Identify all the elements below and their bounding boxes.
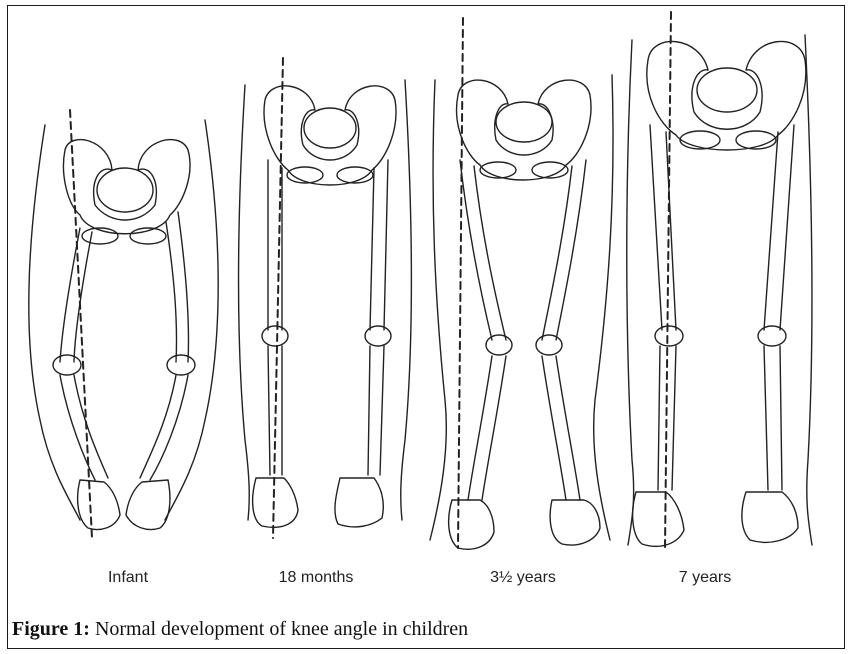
infant-skeleton-figure (29, 110, 218, 538)
panel-label-18-months: 18 months (236, 569, 396, 587)
panel-label-infant: Infant (48, 569, 208, 587)
panel-label-3-5-years: 3½ years (443, 569, 603, 587)
7-years-skeleton-figure (627, 12, 812, 548)
caption-text: Normal development of knee angle in chil… (95, 618, 468, 640)
panel-label-7-years: 7 years (625, 569, 785, 587)
18-months-skeleton-figure (239, 58, 412, 538)
3-5-years-skeleton-figure (430, 18, 613, 549)
figure-caption: Figure 1: Normal development of knee ang… (12, 618, 468, 641)
caption-label: Figure 1: (12, 618, 90, 640)
